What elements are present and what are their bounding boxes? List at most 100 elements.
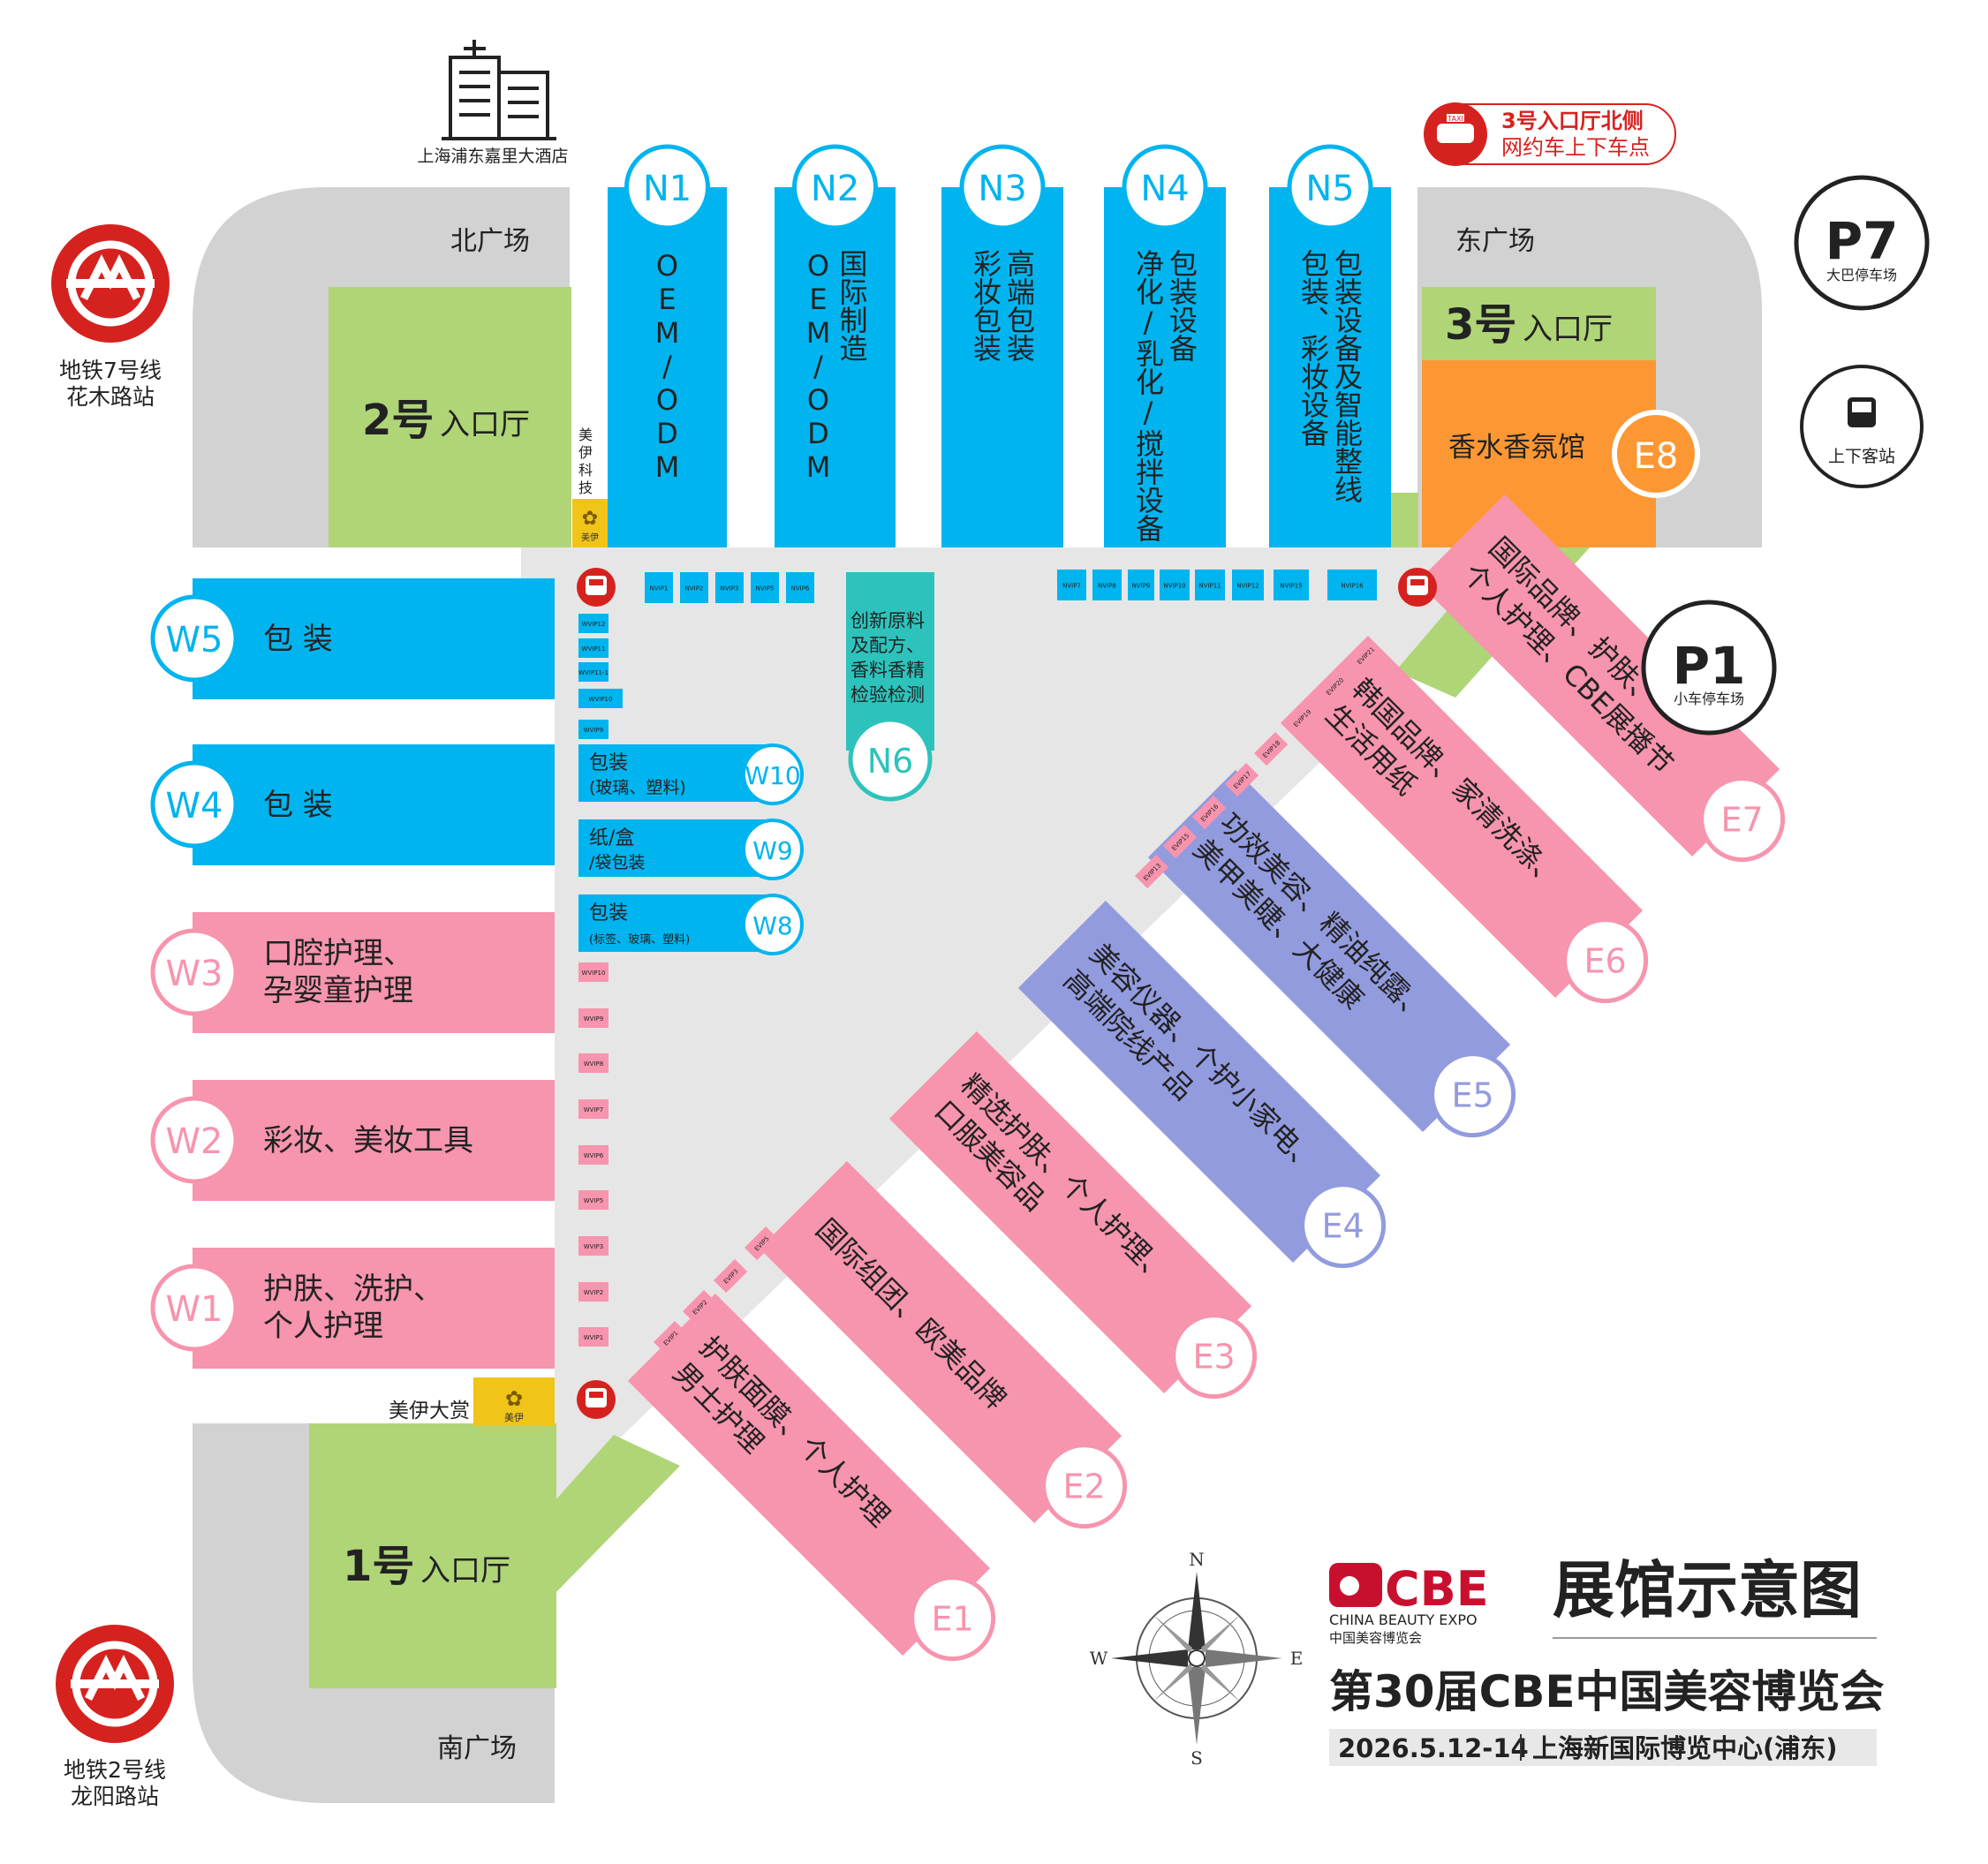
meiyi-tech[interactable]: 美 伊 科 技 ✿ 美伊: [572, 426, 608, 547]
parking-p1[interactable]: P1 小车停车场: [1641, 600, 1777, 736]
vip-room[interactable]: EVIP21: [1349, 638, 1383, 673]
vip-room[interactable]: WVIP3: [578, 1236, 608, 1256]
vip-room-box: [578, 1053, 608, 1073]
vip-room[interactable]: WVIP1: [578, 1327, 608, 1347]
hall-n6[interactable]: 创新原料 及配方、 香料香精 检验检测 N6: [846, 572, 934, 802]
vip-room[interactable]: NVIP8: [1092, 570, 1122, 600]
vip-room[interactable]: WVIP6: [578, 1145, 608, 1165]
hall-w5-id: W5: [166, 620, 223, 660]
entrance-3-number: 3号: [1445, 300, 1516, 350]
vip-room[interactable]: WVIP7: [578, 1099, 608, 1119]
hall-w5-area: [193, 578, 555, 699]
vip-room[interactable]: EVIP2: [683, 1289, 717, 1324]
hall-e1-badge: [910, 1575, 996, 1662]
hall-e8[interactable]: 香水香氛馆 E8: [1422, 360, 1700, 547]
hall-e7-badge: [1699, 776, 1786, 863]
hall-w9[interactable]: W9纸/盒/袋包装: [578, 819, 804, 880]
hall-w9-sub: /袋包装: [589, 853, 645, 872]
parking-p1-label: 小车停车场: [1674, 691, 1744, 707]
vip-room[interactable]: EVIP18: [1254, 731, 1289, 766]
metro-line2-station: 龙阳路站: [71, 1784, 159, 1809]
taxi-pickup[interactable]: TAXI 3号入口厅北侧 网约车上下车点: [1424, 102, 1676, 166]
vip-room[interactable]: EVIP17: [1225, 762, 1259, 797]
vip-room[interactable]: WVIP11-1: [578, 662, 608, 682]
vip-room-box: [578, 1282, 608, 1302]
parking-p1-code: P1: [1673, 636, 1746, 696]
compass-needle-north: [1188, 1572, 1206, 1649]
vip-room[interactable]: EVIP16: [1192, 795, 1227, 830]
bus-stop-northwest[interactable]: [577, 568, 616, 607]
vip-room[interactable]: EVIP15: [1163, 824, 1198, 859]
hall-w1-area: [193, 1248, 555, 1369]
metro-line2[interactable]: 地铁2号线 龙阳路站: [56, 1625, 174, 1809]
vip-room[interactable]: EVIP5: [745, 1226, 779, 1261]
bus-station[interactable]: 上下客站: [1800, 365, 1924, 488]
entrance-3[interactable]: 3号 入口厅: [1422, 287, 1656, 362]
taxi-sign: TAXI: [1447, 115, 1463, 123]
meiyi-award-label: 美伊大赏: [389, 1400, 470, 1423]
meiyi-award[interactable]: 美伊大赏 ✿ 美伊: [389, 1377, 555, 1426]
vip-room[interactable]: WVIP5: [578, 1190, 608, 1210]
hall-w10-id: W10: [745, 761, 800, 790]
vip-room[interactable]: WVIP10: [578, 689, 623, 708]
hall-w10-sub: (玻璃、塑料): [589, 778, 686, 797]
vip-room[interactable]: NVIP7: [1057, 570, 1086, 600]
hall-e8-id: E8: [1634, 436, 1679, 477]
vip-room-box: [1285, 700, 1319, 736]
vip-room[interactable]: WVIP11: [578, 638, 608, 658]
vip-room[interactable]: EVIP3: [714, 1258, 748, 1294]
vip-room[interactable]: NVIP16: [1327, 570, 1377, 600]
vip-room[interactable]: NVIP2: [680, 572, 708, 603]
vip-room[interactable]: EVIP20: [1318, 668, 1352, 704]
hotel-landmark[interactable]: 上海浦东嘉里大酒店: [417, 40, 569, 166]
vip-room[interactable]: WVIP10: [578, 962, 608, 982]
vip-room[interactable]: NVIP10: [1160, 570, 1190, 600]
parking-p7-label: 大巴停车场: [1826, 267, 1897, 283]
hall-w10-badge: [742, 743, 804, 805]
hall-n3-line-2: 彩妆包装: [969, 249, 1002, 362]
vip-room[interactable]: EVIP1: [654, 1320, 688, 1355]
vip-room[interactable]: WVIP12: [578, 614, 608, 633]
vip-room-box: [1163, 824, 1198, 859]
bus-stop-southwest[interactable]: [577, 1380, 616, 1419]
hall-w1-badge: [150, 1264, 238, 1352]
vip-room[interactable]: NVIP11: [1195, 570, 1225, 600]
parking-p7[interactable]: P7 大巴停车场: [1794, 175, 1930, 311]
metro-line7[interactable]: 地铁7号线 花木路站: [51, 224, 170, 410]
compass-needle-east: [1206, 1649, 1282, 1667]
entrance-2[interactable]: 2号 入口厅: [329, 287, 571, 547]
vip-room[interactable]: EVIP13: [1135, 854, 1169, 889]
parking-p1-circle: [1641, 600, 1777, 736]
vip-room[interactable]: NVIP6: [786, 572, 814, 603]
vip-room[interactable]: NVIP12: [1232, 570, 1264, 600]
bus-stop-northeast[interactable]: [1398, 568, 1437, 607]
hall-w3-line-2: 孕婴童护理: [263, 973, 413, 1008]
entrance-2-number: 2号: [362, 396, 434, 445]
meiyi-tech-char-3: 科: [578, 462, 593, 479]
vip-room[interactable]: NVIP5: [751, 572, 779, 603]
vip-room[interactable]: WVIP8: [578, 1053, 608, 1073]
vip-room[interactable]: NVIP1: [645, 572, 673, 603]
vip-room-box: [578, 638, 608, 658]
vip-room[interactable]: WVIP9: [578, 720, 608, 739]
vip-room[interactable]: EVIP19: [1285, 700, 1319, 736]
vip-room[interactable]: NVIP15: [1274, 570, 1309, 600]
vip-room[interactable]: NVIP9: [1128, 570, 1154, 600]
cbe-logo-sub-en: CHINA BEAUTY EXPO: [1329, 1611, 1478, 1628]
vip-room[interactable]: WVIP9: [578, 1008, 608, 1028]
vip-room[interactable]: WVIP2: [578, 1282, 608, 1302]
entrance-1[interactable]: 1号 入口厅: [309, 1423, 556, 1688]
vip-room[interactable]: NVIP3: [715, 572, 744, 603]
